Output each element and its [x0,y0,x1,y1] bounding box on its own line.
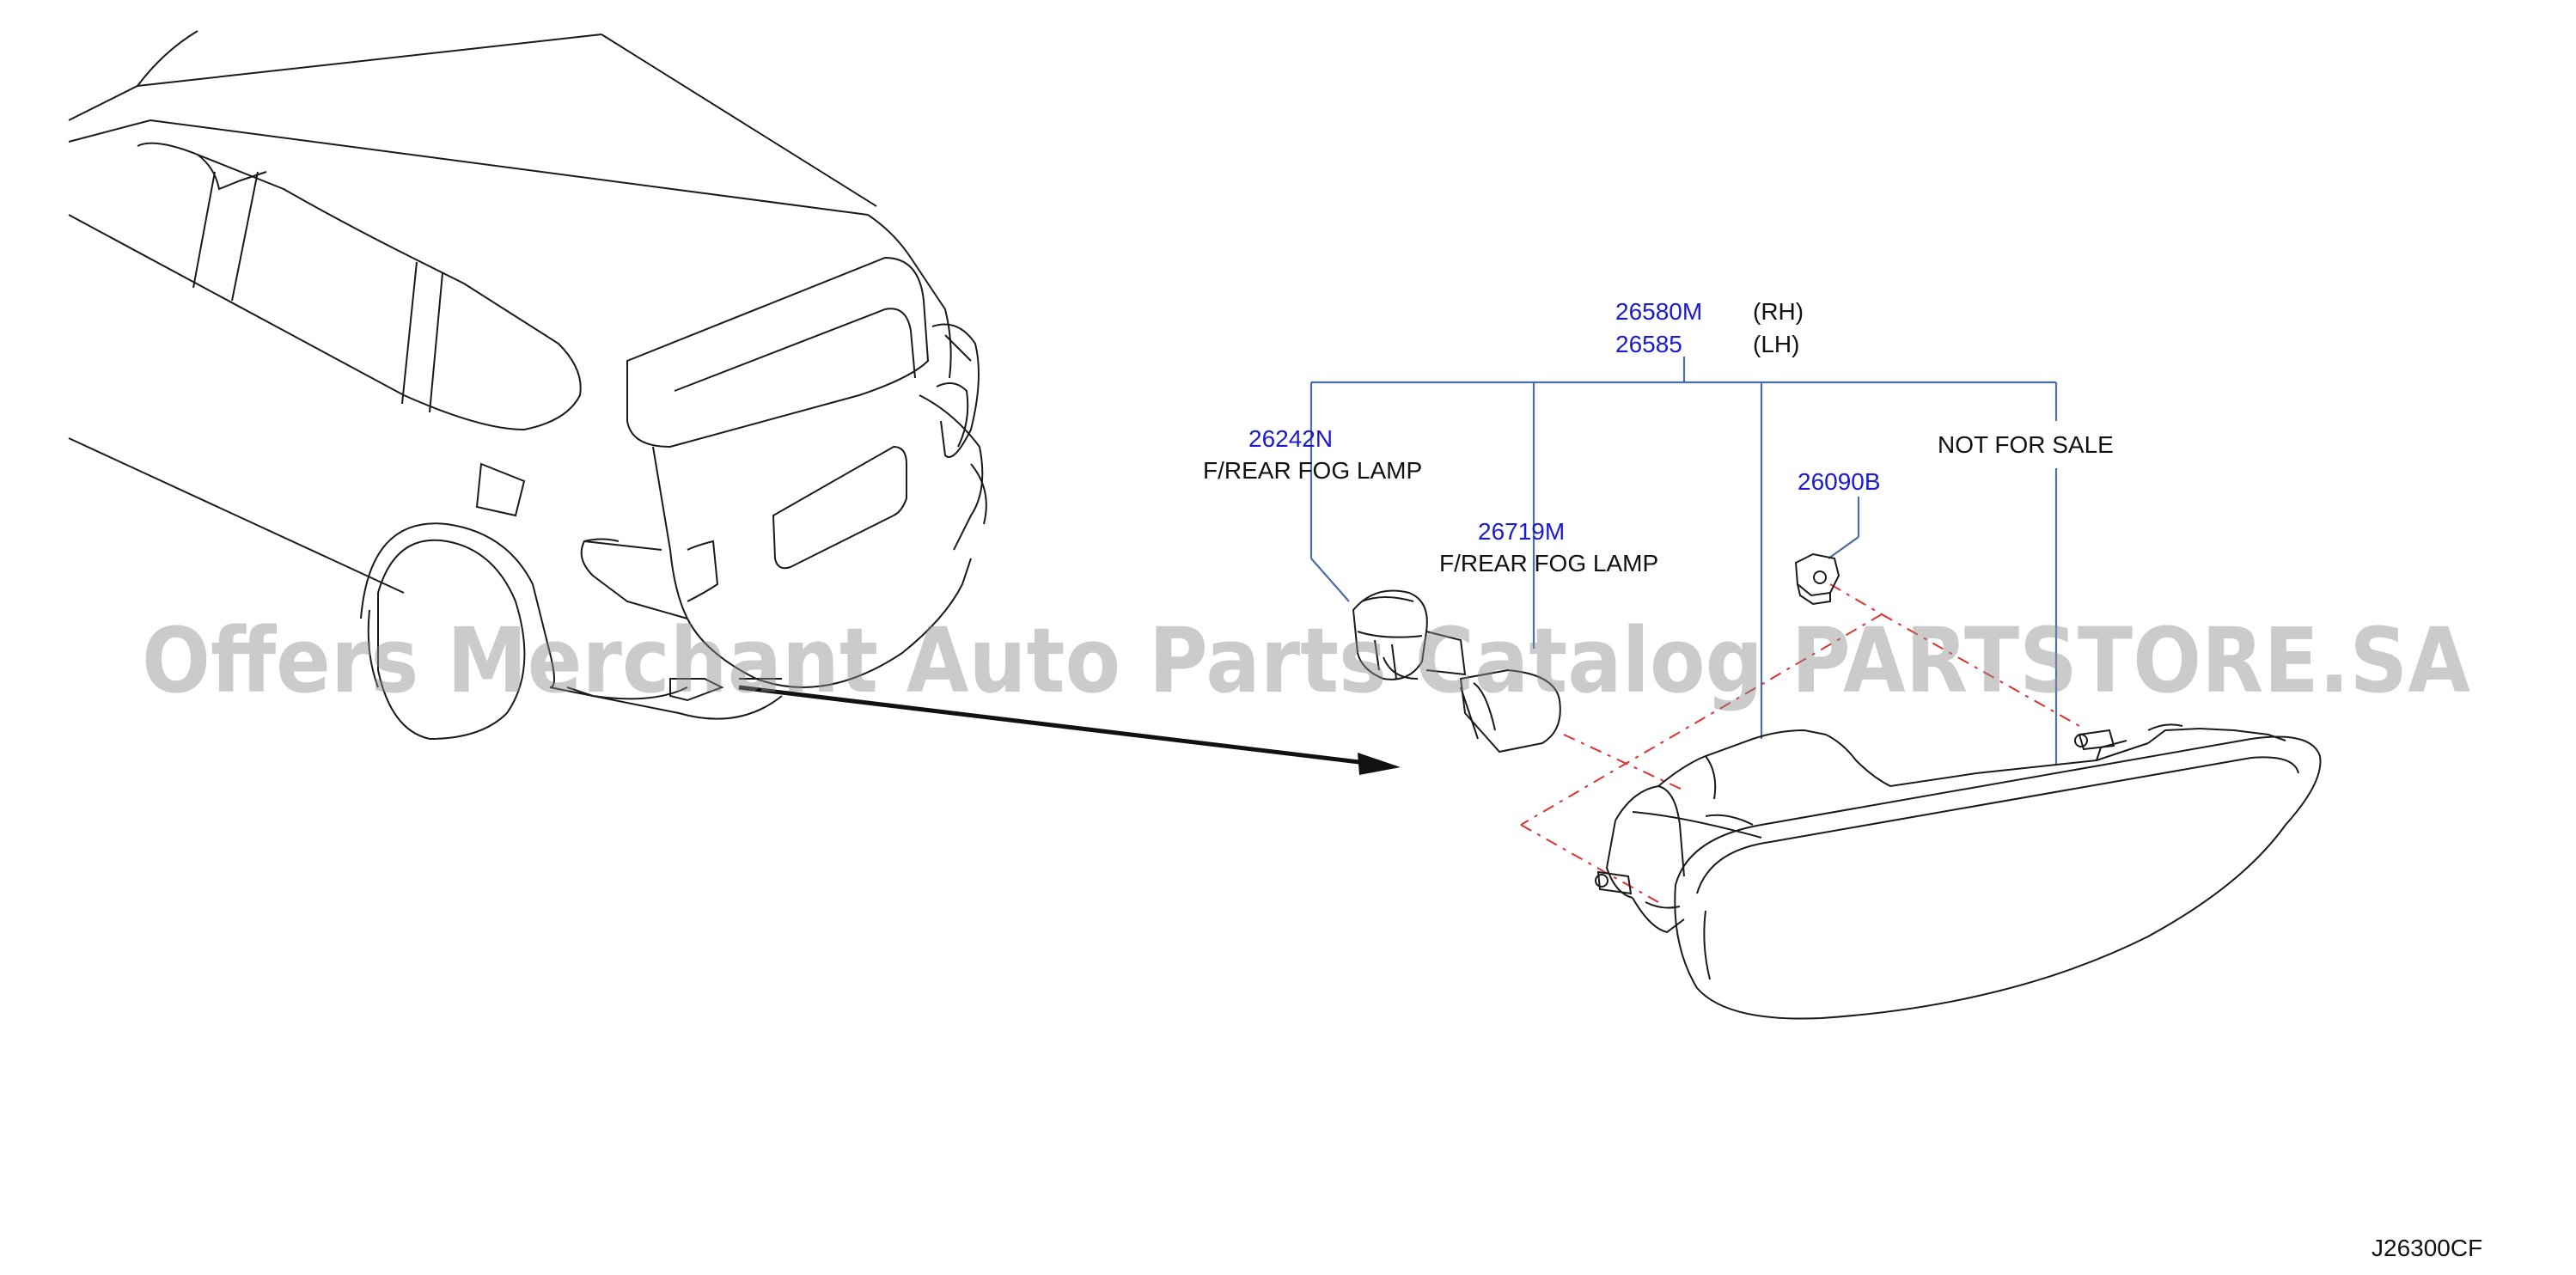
bulb-part-number: 26719M [1478,518,1565,545]
part-labels: 26580M (RH) 26585 (LH) 26242N F/REAR FOG… [1203,298,2114,576]
bulb-icon [1459,668,1561,753]
bulb-socket-icon [1352,589,1467,680]
nut-part-number: 26090B [1798,468,1881,495]
vehicle-rear-outline-icon [68,30,987,741]
assembly-rh-part-number: 26580M [1615,298,1702,325]
assembly-lh-part-number: 26585 [1615,331,1682,357]
assembly-lh-side: (LH) [1753,331,1799,357]
assembly-dash-lines [1520,583,2080,903]
fog-lamp-housing-icon [1595,723,2322,1020]
socket-description: F/REAR FOG LAMP [1203,457,1422,484]
watermark-text: Offers Merchant Auto Parts Catalog PARTS… [142,608,2470,713]
leader-lines [1309,357,2058,765]
diagram-code: J26300CF [2372,1235,2482,1261]
bulb-description: F/REAR FOG LAMP [1439,550,1658,576]
socket-part-number: 26242N [1248,425,1333,452]
nut-icon [1794,552,1840,606]
not-for-sale-label: NOT FOR SALE [1938,431,2114,458]
assembly-rh-side: (RH) [1753,298,1804,325]
pointer-arrow-icon [738,685,1401,775]
